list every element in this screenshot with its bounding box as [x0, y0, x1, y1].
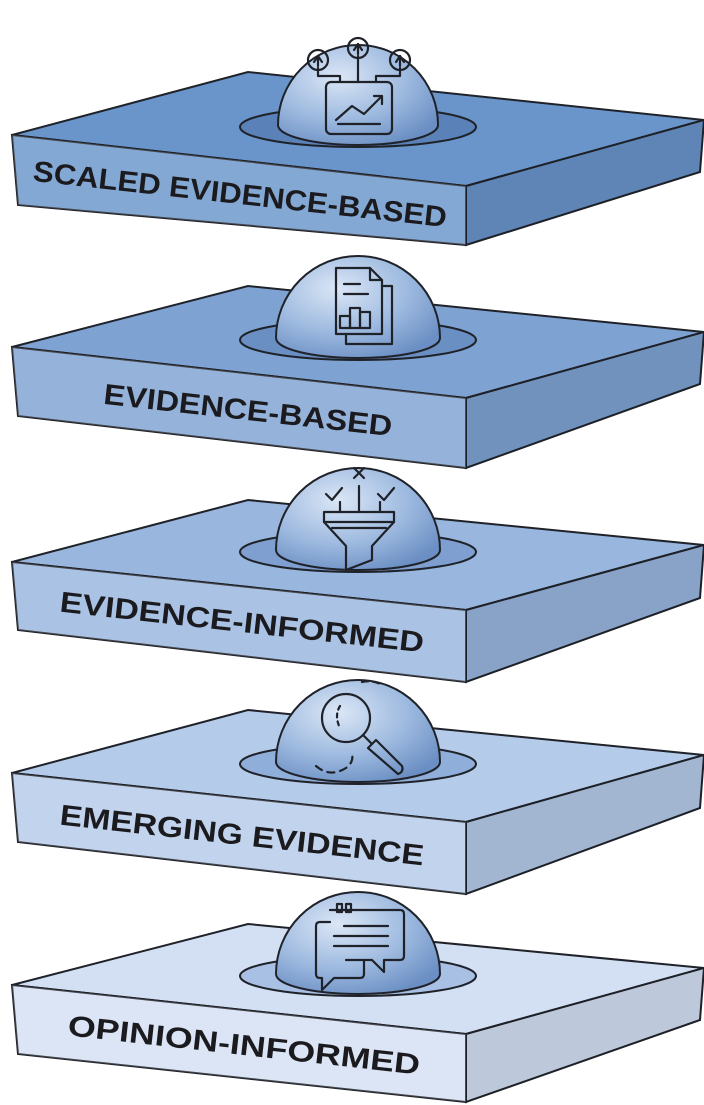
slab-side: [465, 966, 704, 1104]
sphere-evidence-based: [274, 255, 442, 359]
filter-funnel-icon: [322, 466, 396, 572]
growth-chart-monitor-icon: [306, 36, 412, 136]
sphere-emerging-evidence: [274, 679, 442, 783]
slab-side: [465, 118, 704, 247]
slab-side: [465, 753, 704, 896]
level-evidence-informed: EVIDENCE-INFORMED: [10, 466, 704, 684]
level-evidence-based: EVIDENCE-BASED: [10, 255, 704, 470]
document-bar-chart-icon: [334, 266, 394, 346]
speech-bubbles-quote-icon: [314, 902, 406, 992]
slab-scaled-evidence-based: [10, 70, 704, 247]
slab-side: [465, 543, 704, 684]
level-emerging-evidence: EMERGING EVIDENCE: [10, 679, 704, 896]
slab-side: [465, 330, 704, 470]
sphere-scaled-evidence-based: [276, 36, 440, 146]
sphere-opinion-informed: [274, 891, 442, 995]
sphere-evidence-informed: [274, 466, 442, 572]
magnifying-glass-icon: [314, 680, 404, 776]
level-opinion-informed: OPINION-INFORMED: [10, 891, 704, 1104]
level-scaled-evidence-based: SCALED EVIDENCE-BASED: [10, 36, 704, 247]
